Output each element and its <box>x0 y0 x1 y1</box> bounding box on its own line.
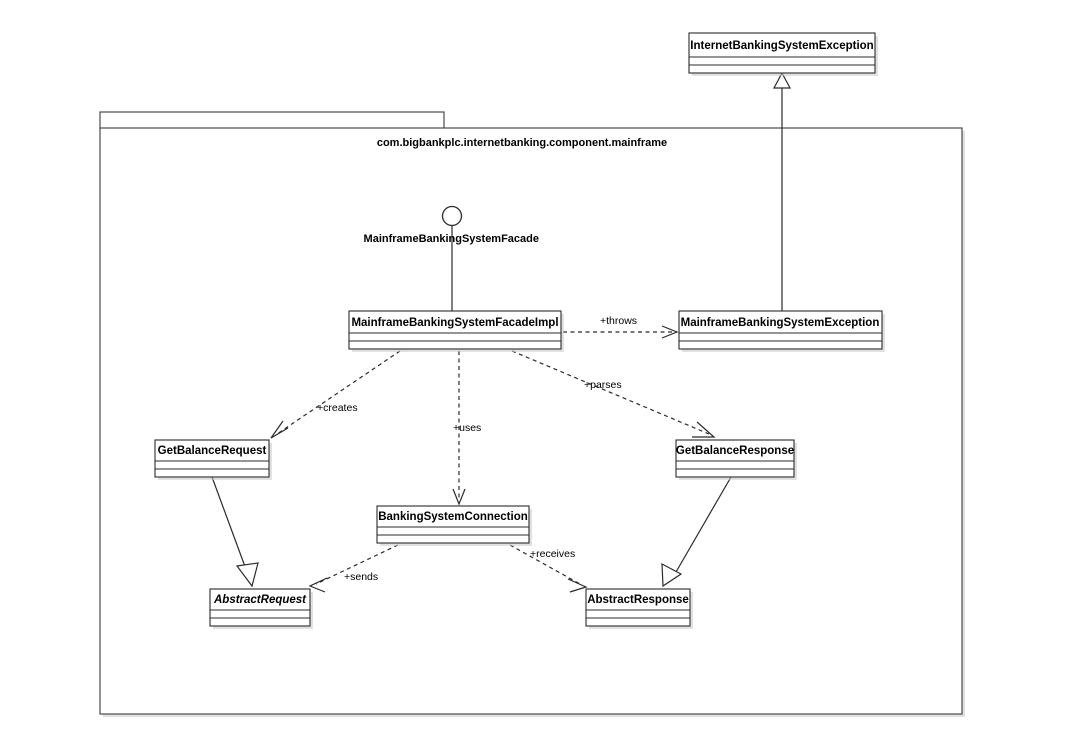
generalization-triangle-icon <box>235 562 259 588</box>
class-box-outline <box>376 505 530 544</box>
generalization-line <box>675 476 732 573</box>
open-arrowhead-icon <box>308 577 328 593</box>
class-name-label: GetBalanceResponse <box>676 445 794 457</box>
edge-label-parses: +parses <box>584 379 622 391</box>
edge-receives: +receives <box>509 544 588 593</box>
class-box-outline <box>585 588 691 627</box>
open-arrowhead-icon <box>661 325 679 339</box>
class-name-label: BankingSystemConnection <box>378 511 528 523</box>
class-name-label: AbstractResponse <box>587 594 689 606</box>
package-label: com.bigbankplc.internetbanking.component… <box>377 137 667 149</box>
edge-label-throws: +throws <box>600 315 637 327</box>
edge-label-creates: +creates <box>317 402 358 414</box>
generalization-triangle-icon <box>773 71 791 89</box>
class-box-banking-system-connection[interactable]: BankingSystemConnection <box>376 505 532 546</box>
dependency-line <box>509 544 581 585</box>
edge-throws: +throws <box>563 315 679 339</box>
open-arrowhead-icon <box>692 421 716 438</box>
class-name-label: InternetBankingSystemException <box>690 40 873 52</box>
edge-label-uses: +uses <box>453 422 481 434</box>
class-box-mainframe-banking-system-exception[interactable]: MainframeBankingSystemException <box>678 310 885 352</box>
edge-label-receives: +receives <box>530 548 575 560</box>
edge-exception-generalization <box>773 71 791 311</box>
class-box-mainframe-banking-system-facade-impl[interactable]: MainframeBankingSystemFacadeImpl <box>348 310 564 352</box>
class-name-label: MainframeBankingSystemFacadeImpl <box>351 317 558 329</box>
class-name-label: MainframeBankingSystemException <box>681 317 880 329</box>
class-box-outline <box>688 32 876 74</box>
class-name-label: AbstractRequest <box>213 594 307 606</box>
class-box-outline <box>209 588 311 627</box>
class-box-outline <box>675 439 795 478</box>
edge-uses: +uses <box>452 351 481 506</box>
class-box-outline <box>154 439 270 478</box>
dependency-line <box>315 544 399 585</box>
class-box-get-balance-request[interactable]: GetBalanceRequest <box>154 439 272 480</box>
generalization-line <box>211 476 248 573</box>
class-box-outline <box>678 310 883 350</box>
edge-parses: +parses <box>511 350 716 438</box>
dependency-line <box>511 350 710 435</box>
class-name-label: GetBalanceRequest <box>158 445 267 457</box>
interface-lollipop-icon <box>441 205 463 227</box>
open-arrowhead-icon <box>452 488 466 506</box>
edge-facade-realization: MainframeBankingSystemFacade <box>364 205 539 311</box>
edge-request-generalization <box>211 476 259 588</box>
edge-creates: +creates <box>270 350 401 439</box>
open-arrowhead-icon <box>270 420 289 439</box>
package-tab <box>99 111 445 130</box>
class-box-internet-banking-system-exception[interactable]: InternetBankingSystemException <box>688 32 878 76</box>
class-box-abstract-request[interactable]: AbstractRequest <box>209 588 313 629</box>
edge-response-generalization <box>661 476 732 588</box>
class-box-abstract-response[interactable]: AbstractResponse <box>585 588 693 629</box>
class-box-get-balance-response[interactable]: GetBalanceResponse <box>675 439 797 480</box>
generalization-triangle-icon <box>661 562 683 588</box>
interface-label-mainframe-banking-system-facade: MainframeBankingSystemFacade <box>364 233 539 245</box>
dependency-line <box>276 350 401 435</box>
edge-label-sends: +sends <box>344 571 378 583</box>
open-arrowhead-icon <box>567 578 588 593</box>
edge-sends: +sends <box>308 544 399 593</box>
class-box-outline <box>348 310 562 350</box>
